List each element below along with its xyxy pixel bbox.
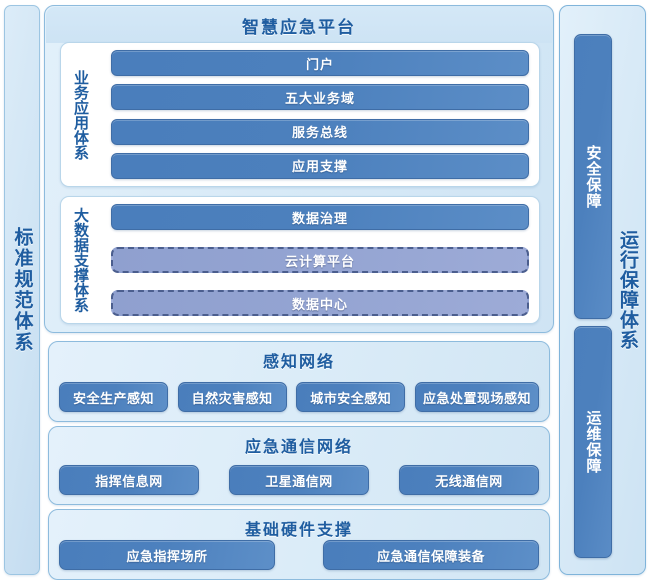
chip-emergency-command-site[interactable]: 应急指挥场所 <box>59 540 275 570</box>
right-box-security-guarantee[interactable]: 安全保障 <box>574 34 612 319</box>
business-application-label: 业务应用体系 <box>72 69 89 160</box>
chip-satellite-communication-network[interactable]: 卫星通信网 <box>229 465 369 495</box>
platform-card: 智慧应急平台 业务应用体系 门户 五大业务域 服务总线 应用支撑 大数据支撑体系… <box>44 5 554 333</box>
bigdata-support-panel: 大数据支撑体系 数据治理 云计算平台 数据中心 <box>60 196 540 324</box>
chip-command-information-network[interactable]: 指挥信息网 <box>59 465 199 495</box>
hardware-support-chips: 应急指挥场所 应急通信保障装备 <box>59 540 539 570</box>
center-column: 智慧应急平台 业务应用体系 门户 五大业务域 服务总线 应用支撑 大数据支撑体系… <box>44 5 554 580</box>
platform-item-data-governance[interactable]: 数据治理 <box>111 204 529 230</box>
right-pillar-label: 运行保障体系 <box>617 230 638 350</box>
left-pillar-standard-system[interactable]: 标准规范体系 <box>4 5 40 575</box>
business-application-items: 门户 五大业务域 服务总线 应用支撑 <box>111 50 529 179</box>
page-title: 智慧应急平台 <box>46 7 552 43</box>
chip-wireless-communication-network[interactable]: 无线通信网 <box>399 465 539 495</box>
sensing-network-chips: 安全生产感知 自然灾害感知 城市安全感知 应急处置现场感知 <box>59 382 539 412</box>
left-pillar-label: 标准规范体系 <box>11 227 33 353</box>
section-sensing-network: 感知网络 安全生产感知 自然灾害感知 城市安全感知 应急处置现场感知 <box>48 341 550 422</box>
chip-emergency-site-sensing[interactable]: 应急处置现场感知 <box>414 382 539 412</box>
chip-emergency-communication-equipment[interactable]: 应急通信保障装备 <box>323 540 539 570</box>
section-emergency-communication-network: 应急通信网络 指挥信息网 卫星通信网 无线通信网 <box>48 426 550 505</box>
platform-item-service-bus[interactable]: 服务总线 <box>111 118 529 145</box>
platform-item-application-support[interactable]: 应用支撑 <box>111 152 529 179</box>
right-box-security-guarantee-label: 安全保障 <box>584 144 602 209</box>
platform-item-data-center[interactable]: 数据中心 <box>111 290 529 316</box>
communication-network-chips: 指挥信息网 卫星通信网 无线通信网 <box>59 465 539 495</box>
section-base-hardware-support: 基础硬件支撑 应急指挥场所 应急通信保障装备 <box>48 509 550 580</box>
chip-urban-safety-sensing[interactable]: 城市安全感知 <box>296 382 406 412</box>
bigdata-support-label: 大数据支撑体系 <box>72 207 89 313</box>
platform-item-five-domains[interactable]: 五大业务域 <box>111 84 529 111</box>
section-title-base-hardware-support: 基础硬件支撑 <box>244 522 353 539</box>
section-title-sensing-network: 感知网络 <box>262 354 335 371</box>
platform-item-portal[interactable]: 门户 <box>111 50 529 76</box>
chip-natural-disaster-sensing[interactable]: 自然灾害感知 <box>177 382 287 412</box>
right-box-maintenance-guarantee-label: 运维保障 <box>584 410 602 474</box>
right-pillar-operation-guarantee-system: 安全保障 运维保障 运行保障体系 <box>559 5 646 575</box>
business-application-panel: 业务应用体系 门户 五大业务域 服务总线 应用支撑 <box>60 42 540 187</box>
chip-safety-production-sensing[interactable]: 安全生产感知 <box>59 382 168 412</box>
bigdata-support-items: 数据治理 云计算平台 数据中心 <box>111 204 529 316</box>
platform-item-cloud-computing[interactable]: 云计算平台 <box>111 247 529 273</box>
section-title-emergency-communication-network: 应急通信网络 <box>244 439 353 456</box>
right-box-maintenance-guarantee[interactable]: 运维保障 <box>574 326 612 558</box>
